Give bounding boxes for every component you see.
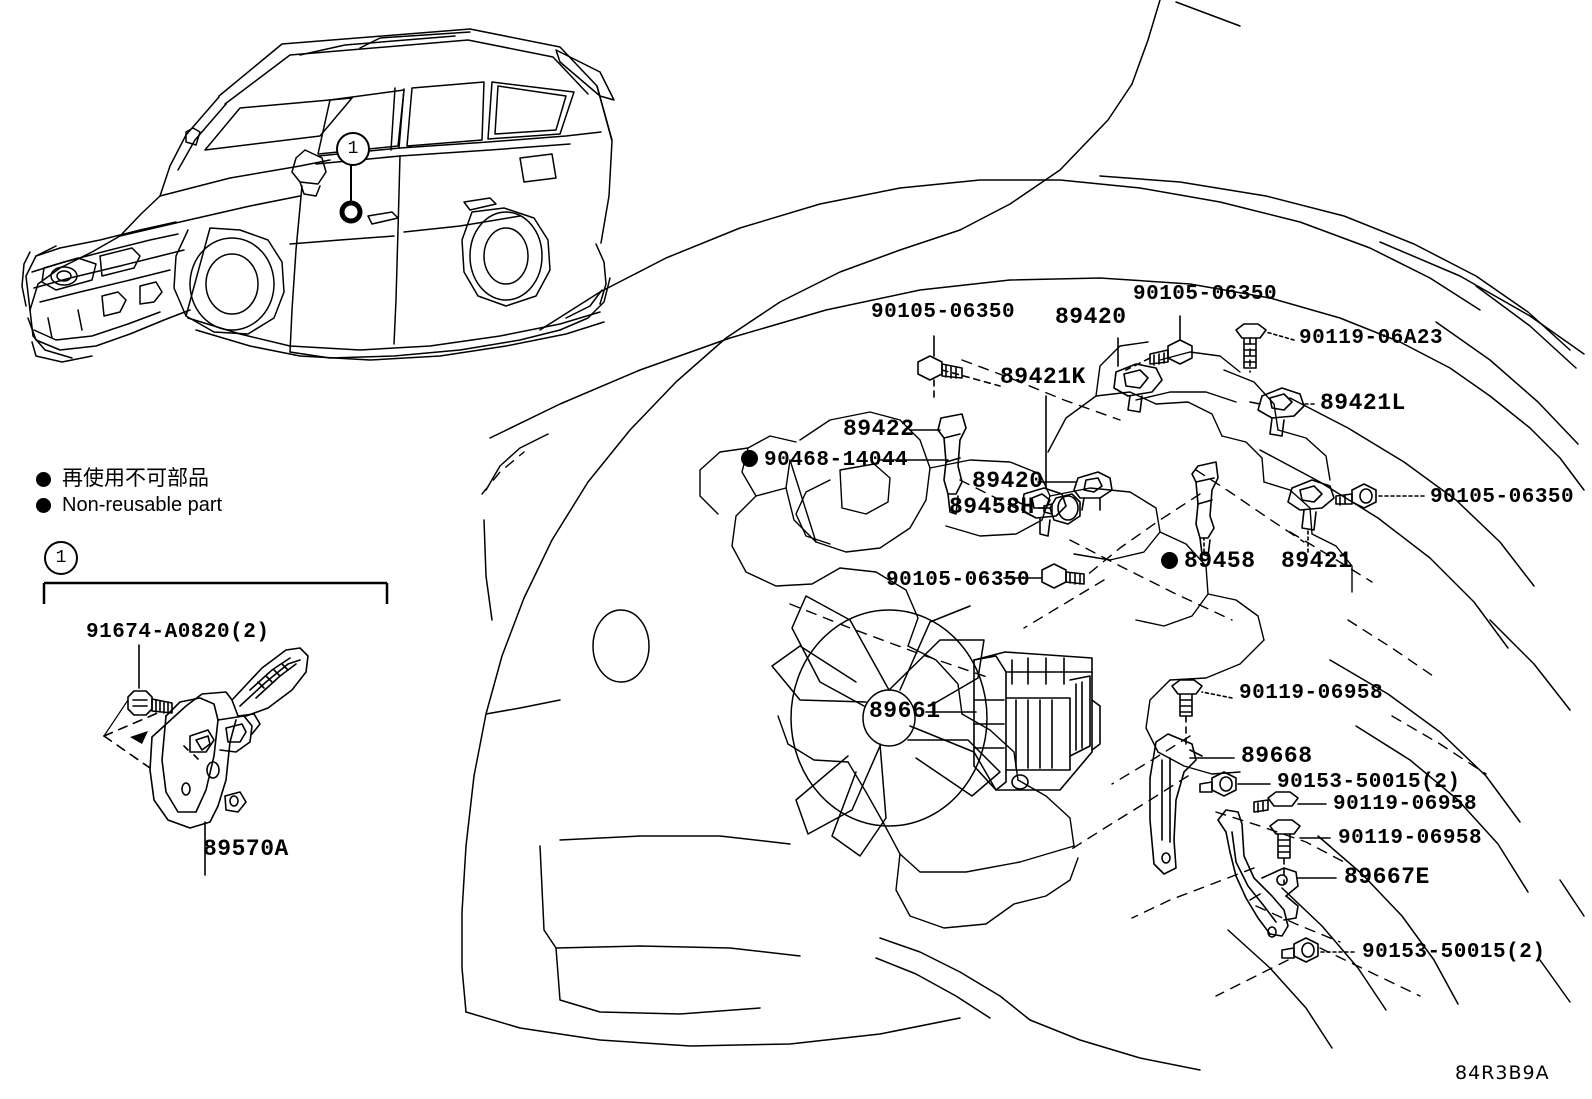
label-90105-06350-upper-left: 90105-06350: [871, 301, 1016, 324]
label-90105-06350-center: 90105-06350: [886, 569, 1031, 592]
label-89422: 89422: [843, 416, 915, 442]
detail-callout-number: 1: [55, 548, 67, 568]
legend-dot-jp: [36, 471, 51, 487]
label-89661: 89661: [869, 698, 941, 724]
label-89421K: 89421K: [1000, 364, 1086, 390]
detail-callout-circle-1: 1: [44, 541, 78, 575]
detail-part-label: 89570A: [203, 836, 289, 862]
label-89421: 89421: [1281, 548, 1353, 574]
legend-dot-en: [36, 498, 51, 514]
legend-nonreusable-en: Non-reusable part: [36, 495, 222, 515]
label-89458: 89458: [1184, 548, 1256, 574]
label-90119-06958-upper: 90119-06958: [1239, 682, 1384, 705]
label-90468-14044: 90468-14044: [764, 449, 909, 472]
label-90153-50015-upper: 90153-50015(2): [1277, 771, 1461, 794]
label-90119-06958-middle: 90119-06958: [1333, 793, 1478, 816]
legend-nonreusable-jp: 再使用不可部品: [36, 468, 209, 489]
label-90105-06350-upper-right: 90105-06350: [1133, 283, 1278, 306]
label-89420-top: 89420: [1055, 304, 1127, 330]
detail-bolt-label: 91674-A0820(2): [86, 621, 270, 644]
label-90105-06350-right: 90105-06350: [1430, 486, 1575, 509]
vehicle-callout-number: 1: [347, 139, 359, 159]
label-89420-mid: 89420: [972, 468, 1044, 494]
drawing-code: 84R3B9A: [1455, 1062, 1550, 1084]
label-90119-06A23: 90119-06A23: [1299, 327, 1444, 350]
label-89668: 89668: [1241, 743, 1313, 769]
label-90153-50015-lower: 90153-50015(2): [1362, 941, 1546, 964]
nonreusable-dot-89458: [1161, 552, 1178, 569]
label-89458H: 89458H: [949, 494, 1035, 520]
label-89667E: 89667E: [1344, 864, 1430, 890]
vehicle-callout-circle-1: 1: [336, 132, 370, 166]
label-89421L: 89421L: [1320, 390, 1406, 416]
nonreusable-dot-90468: [741, 450, 758, 467]
label-90119-06958-lower: 90119-06958: [1338, 827, 1483, 850]
